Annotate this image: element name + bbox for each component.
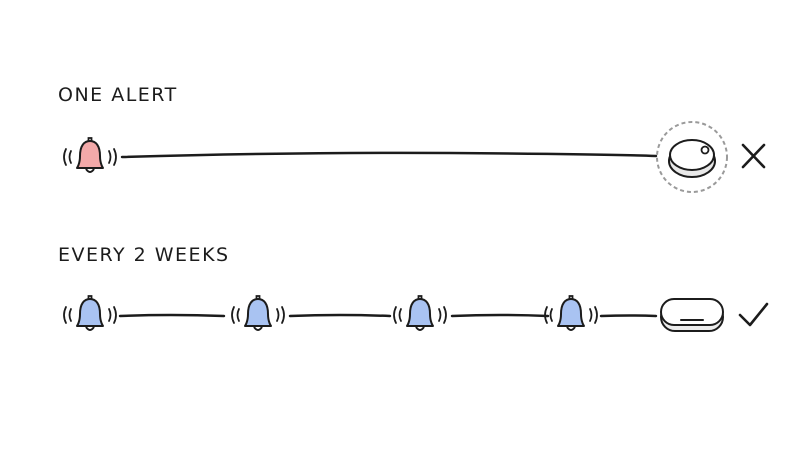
timeline-line	[120, 151, 658, 159]
bell-icon	[63, 137, 117, 173]
row-one-alert	[63, 121, 766, 193]
timeline-segment	[118, 313, 226, 318]
bell-icon	[63, 295, 117, 331]
timeline-segment	[599, 314, 658, 318]
bell-icon	[544, 295, 598, 331]
check-mark-icon	[738, 302, 769, 327]
timeline-segment	[288, 313, 392, 318]
bell-icon	[393, 295, 447, 331]
row-every-2-weeks	[63, 295, 769, 332]
round-tracker-icon	[656, 121, 728, 193]
row-every-2-weeks-label: EVERY 2 WEEKS	[58, 244, 230, 266]
timeline-segment	[450, 313, 550, 318]
row-one-alert-label: ONE ALERT	[58, 84, 178, 106]
x-mark-icon	[741, 143, 766, 169]
bell-icon	[231, 295, 285, 331]
oval-tracker-icon	[660, 298, 724, 332]
